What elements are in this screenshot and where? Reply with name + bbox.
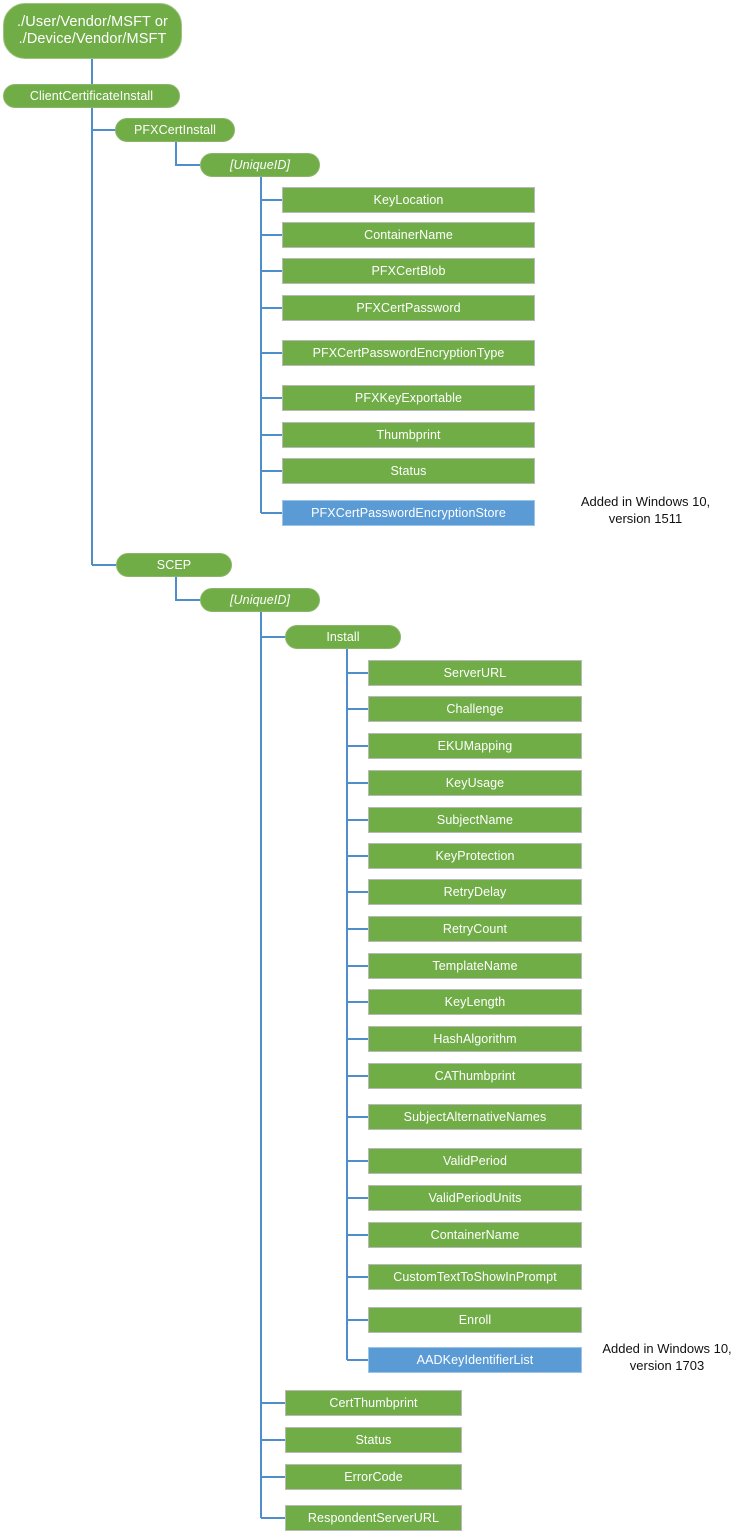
leaf-node[interactable]: HashAlgorithm xyxy=(368,1026,582,1052)
leaf-node[interactable]: Challenge xyxy=(368,696,582,722)
leaf-node[interactable]: SubjectName xyxy=(368,807,582,833)
leaf-node[interactable]: PFXCertBlob xyxy=(282,258,535,284)
node-pfx-cert-install[interactable]: PFXCertInstall xyxy=(115,118,235,142)
annotation-added-1703: Added in Windows 10, version 1703 xyxy=(602,1341,732,1373)
node-root-vendor-path[interactable]: ./User/Vendor/MSFT or ./Device/Vendor/MS… xyxy=(3,3,182,59)
leaf-node[interactable]: ValidPeriodUnits xyxy=(368,1185,582,1211)
leaf-node[interactable]: PFXCertPasswordEncryptionStore xyxy=(282,500,535,526)
leaf-node[interactable]: EKUMapping xyxy=(368,733,582,759)
leaf-node[interactable]: SubjectAlternativeNames xyxy=(368,1104,582,1130)
leaf-node[interactable]: KeyLength xyxy=(368,989,582,1015)
leaf-node[interactable]: Thumbprint xyxy=(282,422,535,448)
leaf-node[interactable]: Status xyxy=(285,1427,462,1453)
leaf-node[interactable]: RetryDelay xyxy=(368,879,582,905)
leaf-node[interactable]: RetryCount xyxy=(368,916,582,942)
leaf-node[interactable]: CertThumbprint xyxy=(285,1390,462,1416)
node-client-certificate-install[interactable]: ClientCertificateInstall xyxy=(3,84,180,108)
node-scep[interactable]: SCEP xyxy=(116,553,232,577)
leaf-node[interactable]: CAThumbprint xyxy=(368,1063,582,1089)
leaf-node[interactable]: RespondentServerURL xyxy=(285,1505,462,1531)
leaf-node[interactable]: ErrorCode xyxy=(285,1464,462,1490)
leaf-node[interactable]: PFXCertPassword xyxy=(282,295,535,321)
leaf-node[interactable]: KeyProtection xyxy=(368,843,582,869)
leaf-node[interactable]: ContainerName xyxy=(282,222,535,248)
node-scep-install[interactable]: Install xyxy=(285,625,401,649)
node-pfx-unique-id[interactable]: [UniqueID] xyxy=(200,153,320,177)
leaf-node[interactable]: KeyUsage xyxy=(368,770,582,796)
leaf-node[interactable]: ServerURL xyxy=(368,660,582,686)
leaf-node[interactable]: PFXCertPasswordEncryptionType xyxy=(282,340,535,366)
leaf-node[interactable]: Enroll xyxy=(368,1307,582,1333)
leaf-node[interactable]: Status xyxy=(282,458,535,484)
leaf-node[interactable]: TemplateName xyxy=(368,953,582,979)
leaf-node[interactable]: CustomTextToShowInPrompt xyxy=(368,1264,582,1290)
leaf-node[interactable]: ContainerName xyxy=(368,1222,582,1248)
leaf-node[interactable]: AADKeyIdentifierList xyxy=(368,1347,582,1373)
leaf-node[interactable]: KeyLocation xyxy=(282,187,535,213)
annotation-added-1511: Added in Windows 10, version 1511 xyxy=(580,494,711,526)
node-scep-unique-id[interactable]: [UniqueID] xyxy=(200,588,320,612)
leaf-node[interactable]: PFXKeyExportable xyxy=(282,385,535,411)
leaf-node[interactable]: ValidPeriod xyxy=(368,1148,582,1174)
